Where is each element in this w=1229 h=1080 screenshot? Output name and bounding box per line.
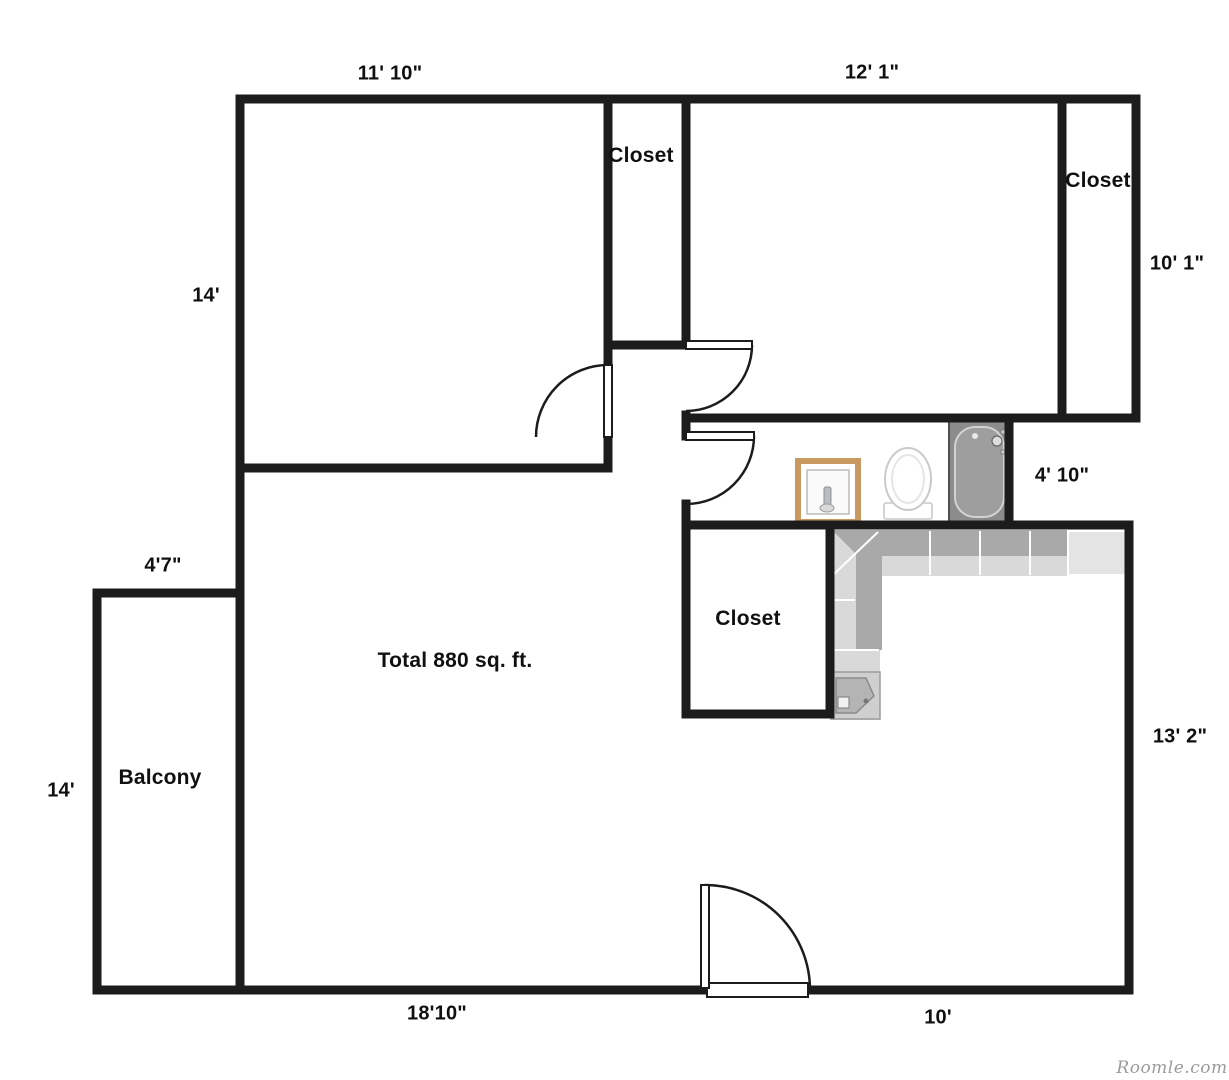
room-label-closet-right-bedroom: Closet [1065, 169, 1131, 192]
dimension-label-bathroom-height: 4' 10" [1034, 464, 1090, 487]
room-label-closet-between-bedrooms: Closet [608, 144, 674, 167]
dimension-label-right-bedroom-height: 10' 1" [1149, 252, 1205, 275]
bathroom-door-leaf [685, 431, 755, 441]
bedroom-right-door-arc [685, 344, 754, 413]
stove [830, 671, 881, 720]
dimension-label-left-bedroom-width: 11' 10" [357, 62, 423, 85]
dimension-label-living-height: 13' 2" [1152, 725, 1208, 748]
bedroom-right-door-leaf [685, 340, 753, 350]
bathroom-door-arc [685, 435, 756, 506]
dimension-label-balcony-height: 14' [47, 779, 75, 802]
dimension-label-living-width: 18'10" [407, 1002, 467, 1025]
dimension-label-kitchen-width: 10' [924, 1006, 952, 1029]
total-area-label: Total 880 sq. ft. [377, 649, 533, 672]
dimension-label-balcony-width: 4'7" [144, 554, 182, 577]
kitchen-counter [830, 530, 1128, 720]
toilet [883, 447, 933, 520]
entry-door-leaf [700, 884, 710, 989]
bedroom-left-door-leaf [603, 364, 613, 438]
bathroom-sink [795, 458, 861, 525]
dimension-label-right-bedroom-width: 12' 1" [844, 61, 900, 84]
entry-door-arc [704, 883, 812, 991]
door-swings [534, 340, 812, 998]
entry-door-threshold [706, 982, 809, 998]
room-label-balcony: Balcony [118, 766, 202, 789]
bathtub [948, 418, 1011, 525]
roomle-watermark: Roomle.com [1116, 1058, 1228, 1078]
dimension-label-left-bedroom-height: 14' [192, 284, 220, 307]
bedroom-left-door-arc [534, 363, 609, 438]
wall-lines [92, 94, 1141, 995]
room-label-closet-hall: Closet [715, 607, 781, 630]
